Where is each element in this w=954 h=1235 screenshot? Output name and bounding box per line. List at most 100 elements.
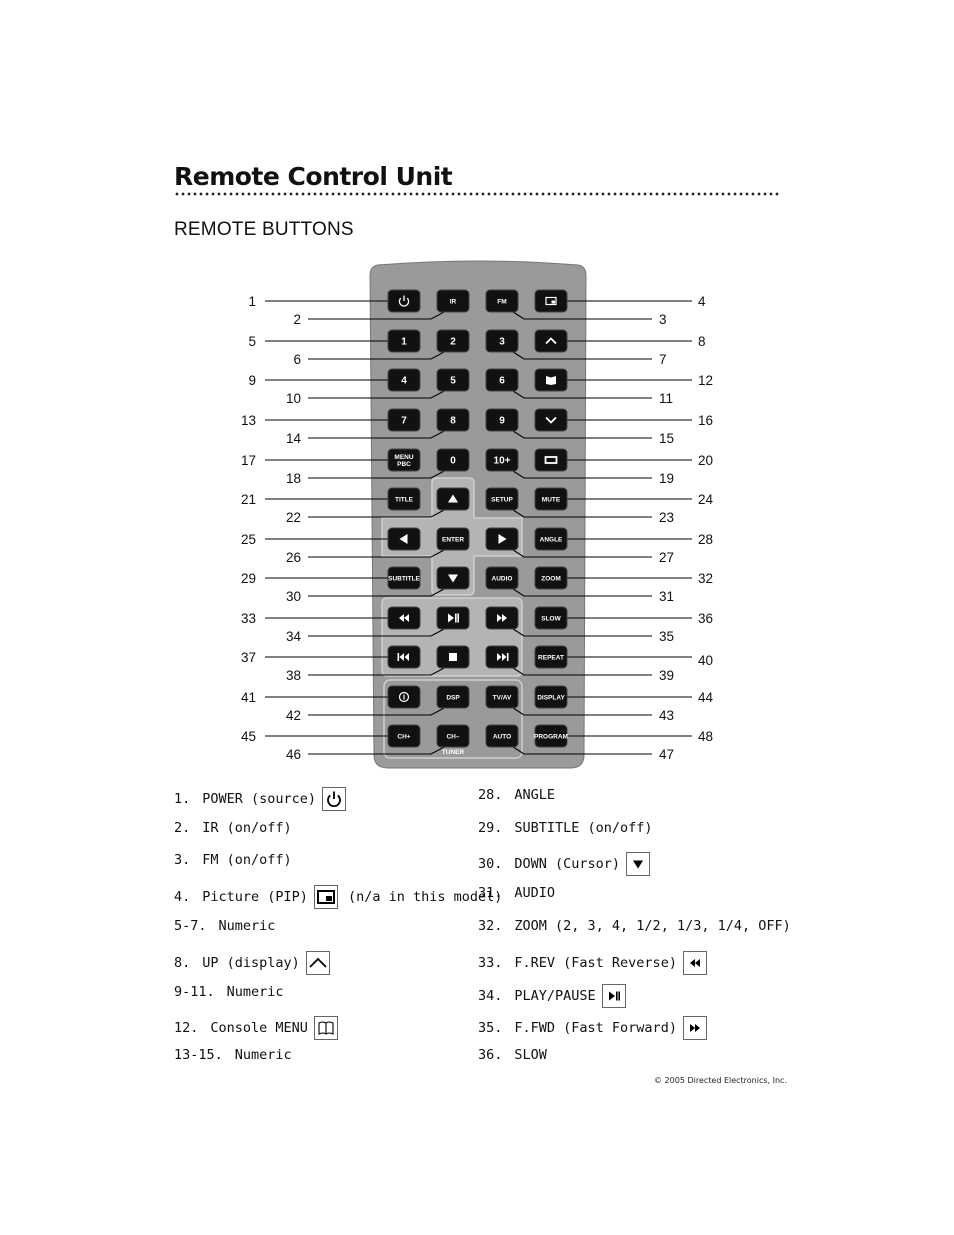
list-item-text: ZOOM (2, 3, 4, 1/2, 1/3, 1/4, OFF)	[514, 918, 791, 934]
remote-button-42[interactable]: DSP	[436, 685, 470, 709]
remote-button-5[interactable]: 1	[387, 329, 421, 353]
leader-line	[509, 744, 652, 755]
remote-button-33[interactable]	[387, 606, 421, 630]
caret-up-icon	[305, 951, 330, 975]
remote-button-label: PROGRAM	[534, 733, 568, 740]
remote-button-28[interactable]: ANGLE	[534, 527, 568, 551]
caret-down-icon	[545, 416, 557, 424]
list-item: 2.IR (on/off)	[174, 820, 292, 836]
remote-button-label: 0	[450, 456, 456, 467]
remote-button-36[interactable]: SLOW	[534, 606, 568, 630]
list-item-text: AUDIO	[514, 885, 556, 901]
remote-button-38[interactable]	[436, 645, 470, 669]
arrow-up-icon	[448, 494, 458, 503]
arrow-down-icon	[448, 574, 458, 583]
remote-button-label: 3	[499, 337, 505, 348]
remote-button-label: TV/AV	[493, 694, 512, 701]
remote-button-39[interactable]	[485, 645, 519, 669]
remote-button-30[interactable]	[436, 566, 470, 590]
remote-button-24[interactable]: MUTE	[534, 487, 568, 511]
list-item-number: 1.	[174, 791, 191, 807]
remote-button-12[interactable]	[534, 368, 568, 392]
remote-button-35[interactable]	[485, 606, 519, 630]
remote-button-48[interactable]: PROGRAM	[534, 724, 568, 748]
remote-button-31[interactable]: AUDIO	[485, 566, 519, 590]
callout-number: 36	[698, 611, 713, 626]
remote-button-41[interactable]	[387, 685, 421, 709]
arrow-left-icon	[399, 534, 408, 544]
remote-button-8[interactable]	[534, 329, 568, 353]
remote-button-2[interactable]: IR	[436, 289, 470, 313]
callout-number: 2	[293, 312, 301, 327]
list-item-number: 8.	[174, 955, 191, 971]
remote-button-19[interactable]: 10+	[485, 448, 519, 472]
callout-number: 15	[659, 431, 674, 446]
remote-button-40[interactable]: REPEAT	[534, 645, 568, 669]
remote-button-37[interactable]	[387, 645, 421, 669]
remote-button-7[interactable]: 3	[485, 329, 519, 353]
remote-button-20[interactable]	[534, 448, 568, 472]
remote-button-29[interactable]: SUBTITLE	[387, 566, 421, 590]
list-item: 31.AUDIO	[478, 885, 555, 901]
list-item-number: 34.	[478, 988, 503, 1004]
remote-button-32[interactable]: ZOOM	[534, 566, 568, 590]
remote-button-23[interactable]: SETUP	[485, 487, 519, 511]
leader-line	[308, 744, 449, 755]
screen-icon	[544, 456, 558, 464]
remote-button-15[interactable]: 9	[485, 408, 519, 432]
callout-number: 39	[659, 668, 674, 683]
remote-button-label: ENTER	[442, 536, 464, 543]
remote-button-6[interactable]: 2	[436, 329, 470, 353]
remote-button-label: CH+	[397, 733, 410, 740]
leader-line	[308, 309, 449, 320]
remote-button-44[interactable]: DISPLAY	[534, 685, 568, 709]
remote-button-26[interactable]: ENTER	[436, 527, 470, 551]
list-item-number: 2.	[174, 820, 191, 836]
leader-line	[308, 507, 449, 518]
rewind-icon	[399, 614, 409, 622]
remote-button-label: CH–	[446, 733, 459, 740]
dotted-divider	[174, 192, 780, 196]
callout-number: 23	[659, 510, 674, 525]
list-item-note: (n/a in this model)	[347, 889, 503, 905]
remote-button-22[interactable]	[436, 487, 470, 511]
remote-button-4[interactable]	[534, 289, 568, 313]
list-item-text: ANGLE	[514, 787, 556, 803]
list-item-number: 35.	[478, 1020, 503, 1036]
leader-line	[308, 388, 449, 399]
remote-button-43[interactable]: TV/AV	[485, 685, 519, 709]
remote-button-21[interactable]: TITLE	[387, 487, 421, 511]
remote-button-16[interactable]	[534, 408, 568, 432]
callout-number: 38	[286, 668, 301, 683]
remote-button-1[interactable]	[387, 289, 421, 313]
remote-button-46[interactable]: CH–	[436, 724, 470, 748]
remote-button-11[interactable]: 6	[485, 368, 519, 392]
remote-button-34[interactable]	[436, 606, 470, 630]
remote-button-18[interactable]: 0	[436, 448, 470, 472]
remote-button-10[interactable]: 5	[436, 368, 470, 392]
remote-button-label: 10+	[494, 456, 511, 467]
pip-icon	[313, 885, 338, 909]
list-item-text: F.FWD (Fast Forward)	[514, 1020, 677, 1036]
callout-number: 19	[659, 471, 674, 486]
list-item-number: 30.	[478, 856, 503, 872]
remote-button-3[interactable]: FM	[485, 289, 519, 313]
remote-button-13[interactable]: 7	[387, 408, 421, 432]
remote-button-14[interactable]: 8	[436, 408, 470, 432]
remote-button-47[interactable]: AUTO	[485, 724, 519, 748]
remote-button-label: MENU	[394, 454, 413, 461]
remote-button-9[interactable]: 4	[387, 368, 421, 392]
remote-button-27[interactable]	[485, 527, 519, 551]
callout-number: 7	[659, 352, 667, 367]
pip-icon	[545, 296, 557, 306]
remote-button-45[interactable]: CH+	[387, 724, 421, 748]
stop-icon	[449, 653, 457, 661]
fast-forward-icon	[497, 614, 507, 622]
remote-button-label: 9	[499, 416, 505, 427]
remote-button-25[interactable]	[387, 527, 421, 551]
callout-number: 46	[286, 747, 301, 762]
remote-button-label: AUDIO	[492, 575, 513, 582]
callout-number: 43	[659, 708, 674, 723]
